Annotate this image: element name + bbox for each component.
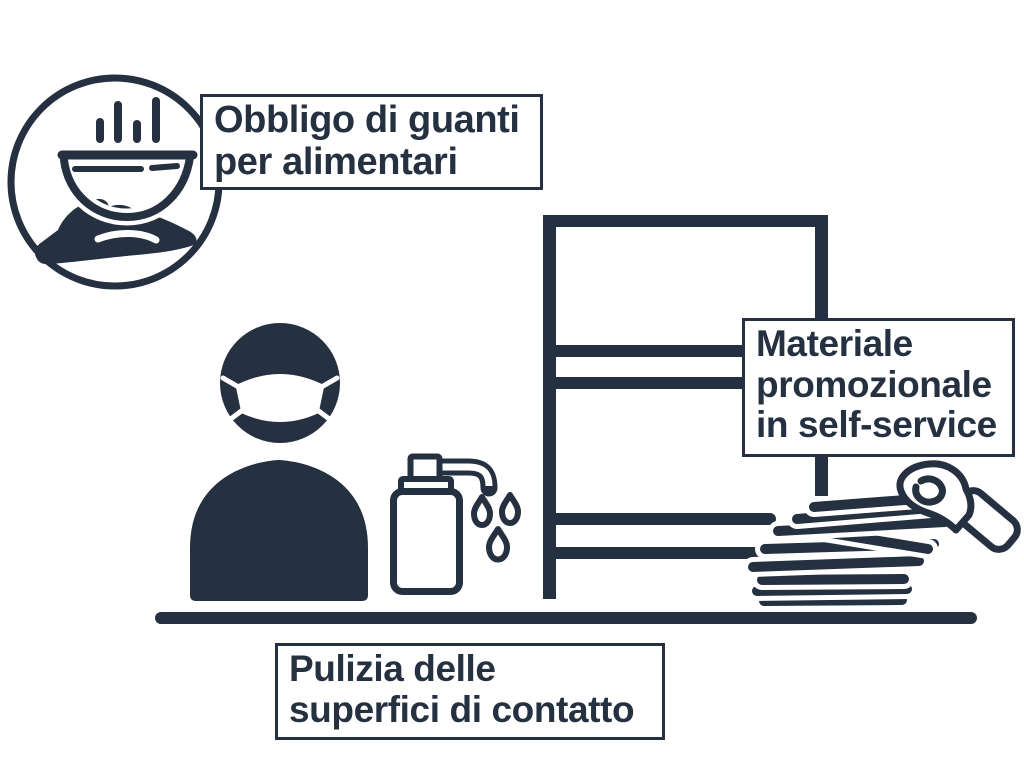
promo-material-label: Materiale promozionale in self-service — [742, 318, 1015, 457]
steam-lines-icon — [96, 97, 160, 143]
leaflet — [773, 517, 950, 536]
label-line: promozionale — [756, 363, 992, 405]
counter-surface — [155, 612, 977, 624]
gloves-required-label: Obbligo di guanti per alimentari — [200, 94, 543, 190]
bowl-inner-line-short — [149, 163, 180, 171]
label-line: Pulizia delle — [289, 648, 496, 689]
glove-curled-finger — [912, 475, 946, 506]
bottle-body — [390, 488, 463, 595]
label-line: Materiale — [756, 323, 913, 364]
leaflet — [748, 556, 924, 572]
hand-serving-food-icon — [7, 74, 223, 290]
masked-person-icon — [190, 323, 368, 601]
gloved-hand-icon — [896, 460, 1021, 553]
face-mask — [236, 374, 324, 422]
leaflet — [759, 595, 907, 606]
sanitizer-drops — [471, 492, 521, 563]
leaflet — [757, 574, 909, 585]
label-line: Obbligo di guanti — [214, 99, 520, 141]
person-body — [190, 460, 368, 601]
hand-slit — [94, 230, 160, 244]
pump-spout-hollow — [437, 463, 493, 487]
surface-cleaning-label: Pulizia delle superfici di contatto — [275, 643, 665, 740]
bowl-icon — [60, 153, 194, 222]
shelf-left-post — [543, 215, 556, 599]
sanitizer-dispenser-icon — [390, 453, 521, 595]
drop-icon — [486, 526, 510, 563]
mask-straps — [220, 375, 340, 424]
shelf-top-bar — [543, 215, 828, 227]
drop-icon — [471, 494, 493, 528]
label-line: superfici di contatto — [289, 688, 635, 730]
label-line: per alimentari — [214, 140, 458, 183]
leaflet — [752, 584, 912, 596]
label-line: in self-service — [756, 404, 997, 446]
drop-icon — [499, 492, 521, 526]
